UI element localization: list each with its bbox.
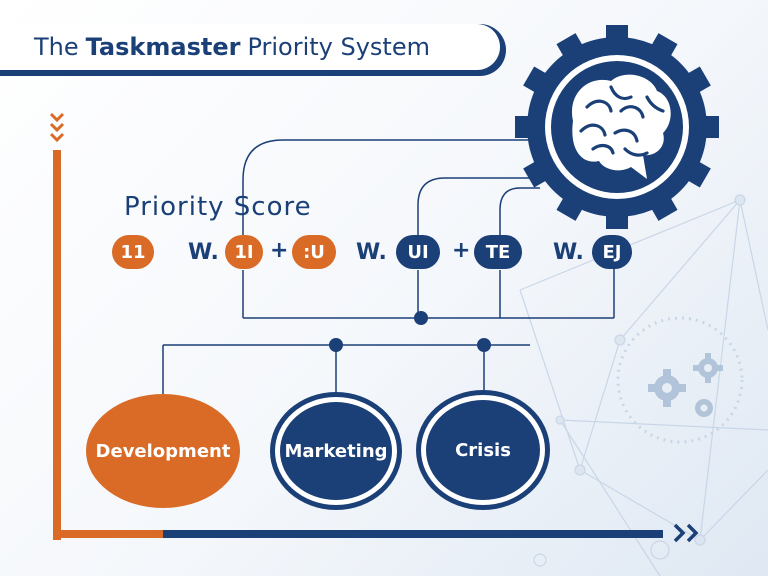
result-badge: 11: [112, 235, 154, 269]
title-suffix: Priority System: [247, 33, 430, 61]
term2-badge-b: UI: [396, 235, 440, 269]
chevron-down-icon: [49, 112, 65, 143]
vertical-axis: [53, 150, 61, 540]
bottom-axis-orange: [53, 530, 163, 538]
term1-badge: 1I: [225, 235, 263, 269]
term3-badge-b: EJ: [592, 235, 632, 269]
term2-badge: :U: [292, 235, 336, 269]
category-development[interactable]: Development: [86, 394, 240, 508]
category-marketing-ring[interactable]: Marketing: [270, 392, 402, 510]
weight-2: W.: [356, 240, 387, 265]
title-prefix: The: [34, 33, 79, 61]
category-marketing: Marketing: [280, 402, 392, 500]
plus-1: +: [270, 238, 289, 263]
page-title: The Taskmaster Priority System: [0, 24, 500, 70]
weight-1: W.: [188, 240, 219, 265]
priority-score-label: Priority Score: [124, 192, 312, 222]
chevron-right-icon: [673, 523, 699, 543]
title-banner: The Taskmaster Priority System: [0, 24, 506, 76]
category-crisis: Crisis: [426, 400, 540, 500]
category-crisis-ring[interactable]: Crisis: [416, 390, 550, 510]
weight-3: W.: [553, 240, 584, 265]
bottom-axis-navy: [163, 530, 663, 538]
title-bold: Taskmaster: [85, 33, 241, 61]
plus-2: +: [452, 238, 471, 263]
term3-badge: TE: [474, 235, 522, 269]
